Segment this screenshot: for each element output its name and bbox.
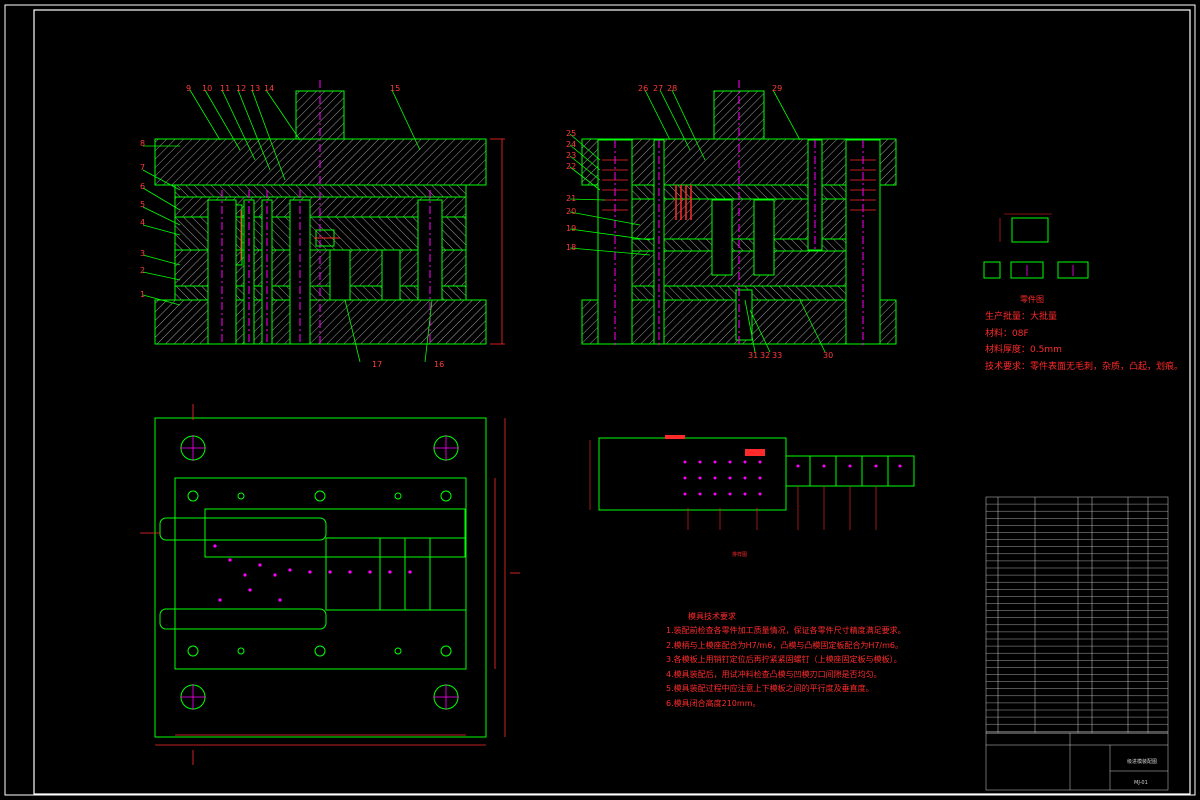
callout-19: 19 [566,224,576,233]
note-line: 1.装配前检查各零件加工质量情况，保证各零件尺寸精度满足要求。 [666,626,906,635]
bom-row-lines [986,503,1168,732]
callout-30: 30 [823,351,833,360]
outer-frame [4,4,1196,796]
callout-27: 27 [653,84,663,93]
title-block-number: MJ-01 [1134,780,1148,786]
callout-9: 9 [186,84,191,93]
strip-layout-caption: 排样图 [732,551,747,558]
callout-26: 26 [638,84,648,93]
left-section-view: 9 10 11 12 13 14 15 8 7 6 5 4 3 2 1 17 1… [140,80,505,369]
callout-17: 17 [372,360,382,369]
callout-8: 8 [140,139,145,148]
callout-22: 22 [566,162,576,171]
strip-layout: 排样图 [589,435,915,558]
spec-line-thickness: 材料厚度：0.5mm [985,345,1062,355]
technical-requirements: 模具技术要求 1.装配前检查各零件加工质量情况，保证各零件尺寸精度满足要求。 2… [666,610,986,712]
callout-23: 23 [566,151,576,160]
callout-28: 28 [667,84,677,93]
title-block-name: 级进模装配图 [1127,758,1157,765]
callout-21: 21 [566,194,576,203]
spec-line-batch: 生产批量：大批量 [985,312,1058,322]
callout-24: 24 [566,140,576,149]
callout-10: 10 [202,84,212,93]
callout-25: 25 [566,129,576,138]
callout-32: 32 [760,351,770,360]
callout-2: 2 [140,266,145,275]
inner-frame [33,9,1191,795]
notes-title: 模具技术要求 [688,612,736,621]
note-line: 5.模具装配过程中应注意上下模板之间的平行度及垂直度。 [666,684,874,694]
callout-1: 1 [140,290,145,299]
note-line: 6.模具闭合高度210mm。 [666,698,761,708]
title-block [985,732,1169,791]
callout-11: 11 [220,84,230,93]
note-line: 2.模柄与上模座配合为H7/m6，凸模与凸模固定板配合为H7/m6。 [666,640,903,650]
part-view: 零件图 [983,213,1089,304]
callout-6: 6 [140,182,145,191]
note-line: 3.各模板上用销钉定位后再拧紧紧固螺钉（上模座固定板与模板）。 [666,655,902,665]
callout-16: 16 [434,360,444,369]
right-section-view: 26 27 28 29 25 24 23 22 21 20 19 18 31 3… [566,80,897,360]
callout-7: 7 [140,163,145,172]
part-spec: 生产批量：大批量 材料：08F 材料厚度：0.5mm 技术要求：零件表面无毛刺，… [985,309,1183,375]
callout-4: 4 [140,218,145,227]
callout-29: 29 [772,84,782,93]
part-view-caption: 零件图 [1020,294,1044,304]
callout-18: 18 [566,243,576,252]
spec-line-material: 材料：08F [985,328,1029,339]
callout-13: 13 [250,84,260,93]
spec-line-requirement: 技术要求：零件表面无毛刺，杂质，凸起，划痕。 [985,361,1184,372]
callout-15: 15 [390,84,400,93]
callout-31: 31 [748,351,758,360]
plan-view [140,404,520,765]
note-line: 4.模具装配后，用试冲料检查凸模与凹模刃口间隙是否均匀。 [666,669,882,679]
callout-14: 14 [264,84,274,93]
callout-3: 3 [140,249,145,258]
callout-33: 33 [772,351,782,360]
callout-5: 5 [140,200,145,209]
callout-12: 12 [236,84,246,93]
callout-20: 20 [566,207,576,216]
